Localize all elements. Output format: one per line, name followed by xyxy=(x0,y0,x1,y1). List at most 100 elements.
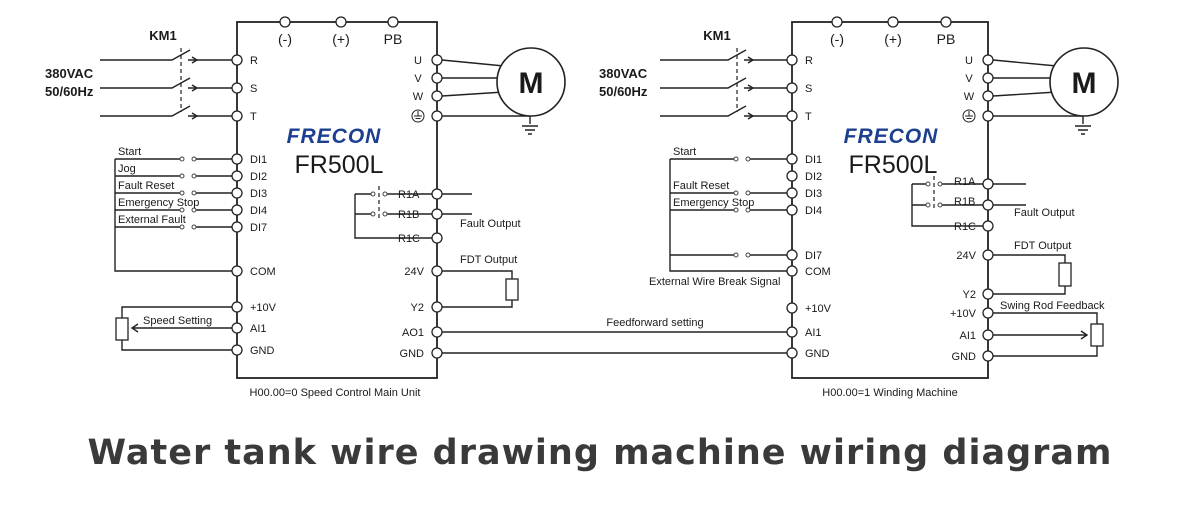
label-di7: DI7 xyxy=(805,250,822,262)
label-w: W xyxy=(964,91,975,103)
fdt-output-label: FDT Output xyxy=(1014,240,1071,252)
label-10v: +10V xyxy=(950,308,977,320)
label-t: T xyxy=(250,111,257,123)
fault-output-label: Fault Output xyxy=(460,218,521,230)
terminal-s xyxy=(231,82,243,94)
motor-label: M xyxy=(519,67,544,100)
terminal-gnd-right xyxy=(982,350,994,362)
terminal-pe xyxy=(431,110,443,122)
label-dc-minus: (-) xyxy=(278,31,292,47)
input-terminals-right: R S T xyxy=(786,54,813,123)
terminal-24v xyxy=(431,265,443,277)
terminal-u xyxy=(431,54,443,66)
terminal-t xyxy=(786,110,798,122)
swing-rod-feedback: Swing Rod Feedback +10V AI1 GND xyxy=(950,300,1105,363)
signal-start: Start xyxy=(118,146,141,158)
label-com: COM xyxy=(250,266,276,278)
terminal-dc-plus xyxy=(335,16,347,28)
label-ai1-right: AI1 xyxy=(959,330,976,342)
label-ao1: AO1 xyxy=(402,327,424,339)
terminal-r1b xyxy=(431,208,443,220)
terminal-ai1-right xyxy=(982,329,994,341)
terminal-pe xyxy=(982,110,994,122)
label-di3: DI3 xyxy=(250,188,267,200)
terminal-com xyxy=(231,265,243,277)
terminal-v xyxy=(982,72,994,84)
terminal-pb xyxy=(940,16,952,28)
power-terminals-left: (-) (+) PB xyxy=(278,16,402,47)
label-u: U xyxy=(414,55,422,67)
feedforward-label: Feedforward setting xyxy=(606,317,703,329)
terminal-10v-left xyxy=(786,302,798,314)
diagram-title: Water tank wire drawing machine wiring d… xyxy=(88,433,1113,473)
terminal-y2 xyxy=(982,288,994,300)
terminal-ai1 xyxy=(786,326,798,338)
inverter-body-right xyxy=(791,21,989,379)
terminal-ai1 xyxy=(231,322,243,334)
output-terminals-left: U V W M xyxy=(411,47,566,135)
model-name: FR500L xyxy=(849,151,938,179)
contactor-km1-right xyxy=(660,48,792,120)
terminal-di2 xyxy=(786,170,798,182)
label-di1: DI1 xyxy=(805,154,822,166)
contactor-label: KM1 xyxy=(149,28,176,43)
label-com: COM xyxy=(805,266,831,278)
terminal-di3 xyxy=(231,187,243,199)
label-gnd-out: GND xyxy=(400,348,425,360)
speed-setting-label: Speed Setting xyxy=(143,315,212,327)
brand-logo: FRECON xyxy=(287,125,382,148)
terminal-di4 xyxy=(231,204,243,216)
label-di4: DI4 xyxy=(250,205,267,217)
motor-label: M xyxy=(1072,67,1097,100)
terminal-dc-plus xyxy=(887,16,899,28)
label-pb: PB xyxy=(937,31,956,47)
terminal-t xyxy=(231,110,243,122)
terminal-di3 xyxy=(786,187,798,199)
label-r1a: R1A xyxy=(398,189,420,201)
ground-icon xyxy=(962,109,976,123)
power-terminals-right: (-) (+) PB xyxy=(830,16,956,47)
digital-inputs-right: Start Fault Reset Emergency Stop Externa… xyxy=(649,146,831,288)
brand-logo: FRECON xyxy=(844,125,939,148)
terminal-r1c xyxy=(431,232,443,244)
label-r: R xyxy=(250,55,258,67)
label-v: V xyxy=(414,73,422,85)
inverter-body-left xyxy=(236,21,438,379)
output-terminals-right: U V W M xyxy=(962,47,1119,135)
signal-emergency-stop: Emergency Stop xyxy=(118,197,199,209)
unit-footer: H00.00=0 Speed Control Main Unit xyxy=(250,387,421,399)
label-24v: 24V xyxy=(956,250,976,262)
motor-icon xyxy=(1049,47,1119,117)
label-t: T xyxy=(805,111,812,123)
terminal-24v xyxy=(982,249,994,261)
winding-machine-unit: (-) (+) PB FRECON FR500L KM1 380VAC 50/6… xyxy=(599,16,1119,399)
digital-inputs-left: Start Jog Fault Reset Emergency Stop Ext… xyxy=(114,146,276,278)
signal-external-fault: External Fault xyxy=(118,214,186,226)
terminal-di7 xyxy=(231,221,243,233)
label-gnd-right: GND xyxy=(952,351,977,363)
label-s: S xyxy=(805,83,812,95)
label-di1: DI1 xyxy=(250,154,267,166)
terminal-gnd xyxy=(786,347,798,359)
interconnect: Feedforward setting xyxy=(442,317,787,354)
resistor-icon xyxy=(1058,262,1072,287)
terminal-dc-minus xyxy=(831,16,843,28)
resistor-icon xyxy=(505,278,519,301)
terminal-10v xyxy=(231,301,243,313)
label-di7: DI7 xyxy=(250,222,267,234)
terminal-r xyxy=(786,54,798,66)
speed-control-main-unit: (-) (+) PB FRECON FR500L KM1 380VAC 50/6… xyxy=(45,16,566,399)
analog-input-left: Speed Setting +10V AI1 GND xyxy=(115,301,277,357)
label-gnd: GND xyxy=(250,345,275,357)
terminal-pb xyxy=(387,16,399,28)
terminal-w xyxy=(982,90,994,102)
ground-icon xyxy=(411,109,425,123)
supply-voltage: 380VAC xyxy=(599,66,648,81)
contactor-km1-left xyxy=(100,48,237,120)
terminal-gnd xyxy=(231,344,243,356)
label-r1b: R1B xyxy=(398,209,419,221)
label-ai1: AI1 xyxy=(805,327,822,339)
relay-left: R1A R1B R1C Fault Output xyxy=(354,186,521,245)
terminal-r1b xyxy=(982,199,994,211)
